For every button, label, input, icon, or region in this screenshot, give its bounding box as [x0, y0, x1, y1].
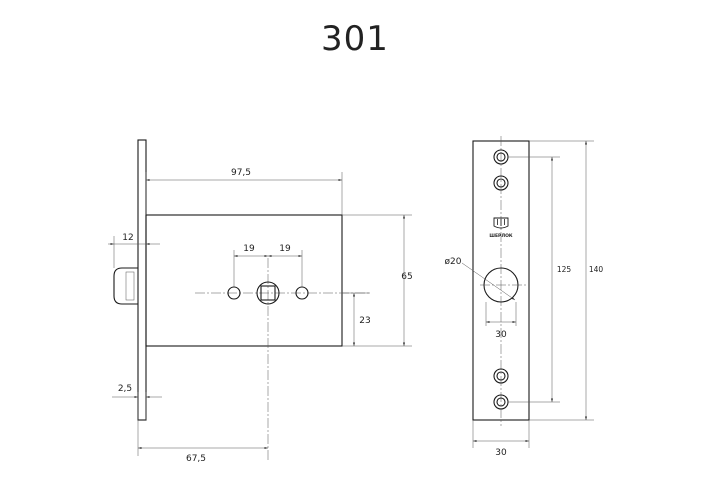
second-screw-hole-inner — [496, 178, 506, 188]
dim-97-5: 97,5 — [231, 168, 251, 178]
second-screw-hole-outer — [493, 175, 509, 191]
sherlok-logo-icon — [493, 217, 509, 229]
drawing-title: 301 — [321, 19, 389, 59]
dim-140: 140 — [589, 265, 604, 274]
third-screw-hole-inner — [496, 371, 506, 381]
latch-bolt — [113, 267, 138, 305]
dim-2-5: 2,5 — [118, 384, 132, 394]
dim-diameter-20: ø20 — [445, 257, 462, 267]
dim-67-5: 67,5 — [186, 454, 206, 464]
dim-65: 65 — [401, 272, 412, 282]
dim-30-plate: 30 — [495, 448, 507, 458]
dim-125: 125 — [557, 265, 572, 274]
dim-19-right: 19 — [279, 244, 291, 254]
logo-text: ШЕРЛОК — [489, 233, 512, 239]
face-plate — [137, 139, 147, 421]
top-screw-hole-inner — [496, 152, 506, 162]
dim-19-left: 19 — [243, 244, 255, 254]
dim-23: 23 — [359, 316, 370, 326]
latch-bolt-inner — [125, 271, 135, 301]
spindle-hub — [256, 281, 280, 305]
dim-30-hole: 30 — [495, 330, 507, 340]
dim-12: 12 — [122, 233, 133, 243]
bottom-screw-hole-inner — [496, 397, 506, 407]
third-screw-hole-outer — [493, 368, 509, 384]
face-plate-front-view: ШЕРЛОК ø20 30 125 140 30 — [445, 136, 604, 458]
lock-body — [145, 214, 343, 347]
diameter-leader — [461, 262, 516, 301]
spindle-square — [260, 285, 276, 301]
lock-side-view: 97,5 19 19 12 65 23 2,5 67,5 — [108, 139, 413, 464]
